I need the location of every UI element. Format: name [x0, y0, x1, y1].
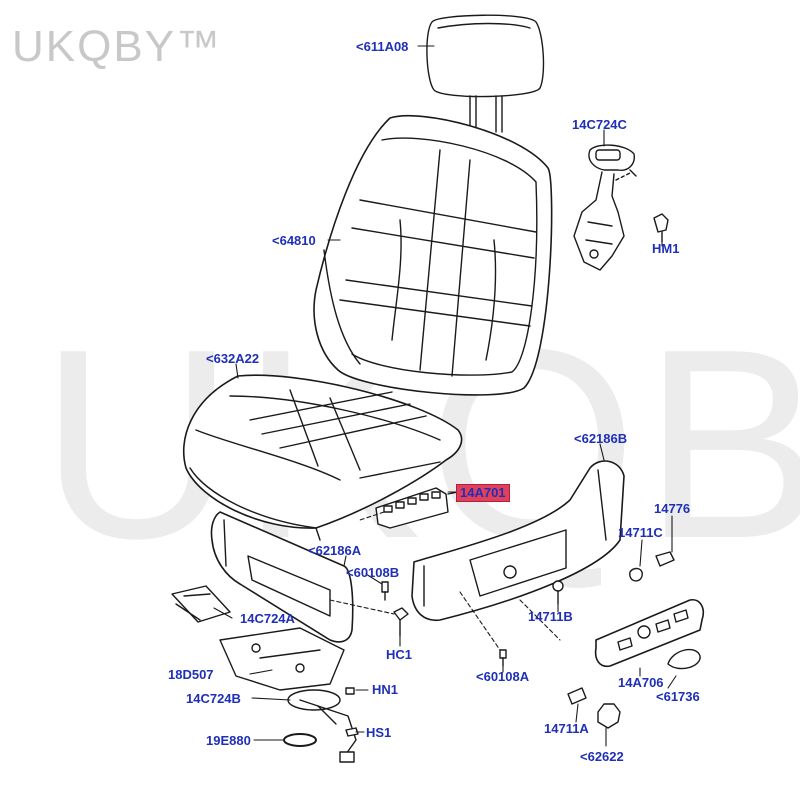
callout-module-14c724a: 14C724A	[240, 611, 295, 626]
callout-cap-14711c: 14711C	[618, 525, 663, 540]
callout-belt-retractor: 14C724C	[572, 117, 627, 132]
callout-headrest: <611A08	[356, 39, 409, 54]
fasteners-left	[381, 581, 409, 637]
hm1-clip-part	[653, 213, 669, 243]
callout-hm1: HM1	[652, 241, 680, 256]
leader-lines	[213, 45, 677, 747]
cushion-part	[182, 374, 463, 541]
mat-18d507-part	[219, 627, 345, 691]
callout-switch-14a706: 14A706	[618, 675, 664, 690]
callout-hn1: HN1	[372, 682, 399, 697]
module-14c724a-part	[171, 585, 231, 623]
cap-14711c-part	[629, 567, 643, 582]
fasteners-bottom	[345, 687, 359, 737]
callout-knob-62622: <62622	[580, 749, 624, 764]
callout-ring-19e880: 19E880	[206, 733, 251, 748]
ring-19e880-part	[283, 733, 317, 747]
watermark-small: UKQBY™	[12, 22, 223, 71]
callout-mat-18d507: 18D507	[168, 667, 214, 682]
callout-backrest-cover: <64810	[272, 233, 316, 248]
callout-hc1: HC1	[386, 647, 413, 662]
callout-sensor-14c724b: 14C724B	[186, 691, 241, 706]
callout-left-shield: <62186A	[308, 543, 362, 558]
callout-screw-60108a: <60108A	[476, 669, 530, 684]
screw-60108a-part	[499, 649, 507, 667]
sensor-14c724b-part	[287, 689, 357, 763]
right-shield-part	[411, 460, 625, 621]
callout-cover-61736: <61736	[656, 689, 700, 704]
knob-14776-part	[655, 551, 675, 567]
callout-switch-module-highlighted: 14A701	[456, 484, 510, 502]
knob-62622-part	[597, 703, 621, 729]
callout-screw-60108b: <60108B	[346, 565, 400, 580]
switch-bezel-part	[594, 598, 705, 668]
backrest-part	[313, 114, 553, 396]
headrest-part	[426, 14, 545, 133]
callout-hs1: HS1	[366, 725, 392, 740]
bolt-14711b-part	[552, 580, 564, 605]
callout-bolt-14711b: 14711B	[528, 609, 573, 624]
belt-retractor-part	[573, 144, 637, 271]
switch-module-part	[375, 487, 459, 529]
cap-14711a-part	[567, 687, 587, 705]
callout-cap-14711a: 14711A	[544, 721, 589, 736]
left-shield-part	[210, 511, 354, 643]
callout-cushion-cover: <632A22	[206, 351, 260, 366]
cover-61736-part	[667, 648, 701, 670]
callout-knob-14776: 14776	[654, 501, 691, 516]
callout-right-shield: <62186B	[574, 431, 628, 446]
